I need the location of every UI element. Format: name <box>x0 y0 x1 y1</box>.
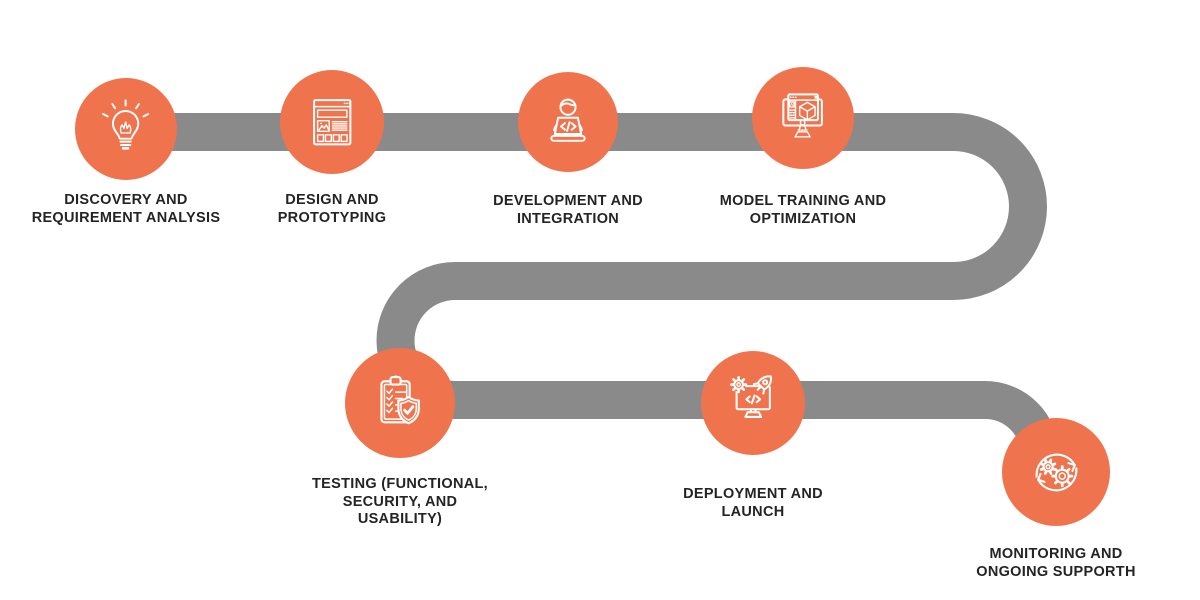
step-label-line: DESIGN AND <box>285 192 379 208</box>
ai-model-screen-icon: AI <box>782 93 824 138</box>
step-circle: AI <box>752 67 854 169</box>
step-label: DESIGN AND PROTOTYPING <box>202 192 462 227</box>
step-label-line: DEVELOPMENT AND <box>493 193 643 209</box>
step-label: MONITORING AND ONGOING SUPPORTH <box>926 546 1186 581</box>
step-label-line: DISCOVERY AND <box>64 192 188 208</box>
wireframe-layout-icon <box>312 98 352 146</box>
step-label-line: OPTIMIZATION <box>749 210 857 227</box>
step-label-line: INTEGRATION <box>516 210 620 227</box>
lightbulb-idea-icon <box>102 99 150 150</box>
step-label-line: DEPLOYMENT AND <box>683 486 823 502</box>
step-label-line: PROTOTYPING <box>277 209 387 226</box>
checklist-shield-icon <box>380 375 420 425</box>
step-circle <box>345 348 455 458</box>
step-label-line: SECURITY, AND <box>342 493 458 510</box>
step-label-line: MONITORING AND <box>989 546 1123 562</box>
step-label-line: TESTING (FUNCTIONAL, <box>312 476 488 492</box>
step-label-line: MODEL TRAINING AND <box>719 193 887 209</box>
svg-text:AI: AI <box>791 102 795 107</box>
developer-laptop-icon <box>550 98 586 142</box>
step-label: MODEL TRAINING AND OPTIMIZATION <box>673 193 933 228</box>
step-label: DEVELOPMENT AND INTEGRATION <box>438 193 698 228</box>
step-label-line: LAUNCH <box>721 503 785 520</box>
gears-refresh-icon <box>1035 453 1077 491</box>
step-label: TESTING (FUNCTIONAL, SECURITY, AND USABI… <box>270 476 530 529</box>
step-label-line: ONGOING SUPPORTH <box>976 563 1136 580</box>
monitor-rocket-icon <box>729 375 772 418</box>
step-circle <box>1002 418 1110 526</box>
step-label: DEPLOYMENT AND LAUNCH <box>623 486 883 521</box>
step-circle <box>701 351 805 455</box>
step-label: DISCOVERY AND REQUIREMENT ANALYSIS <box>0 192 256 227</box>
step-circle <box>518 72 618 172</box>
step-circle <box>75 78 177 180</box>
step-label-line: REQUIREMENT ANALYSIS <box>31 209 221 226</box>
step-label-line: USABILITY) <box>357 511 443 527</box>
step-circle <box>280 70 384 174</box>
